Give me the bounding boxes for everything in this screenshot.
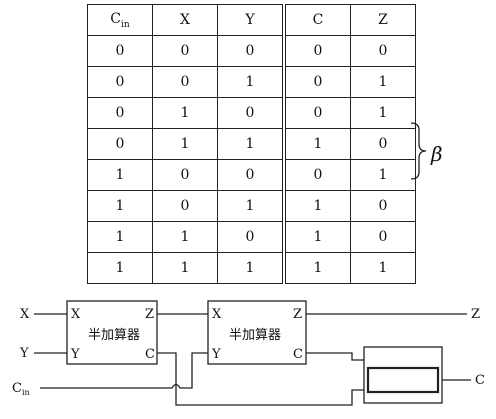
table-cell: 1 — [87, 252, 153, 284]
or-gate-box — [363, 346, 443, 404]
table-cell: 0 — [87, 66, 153, 98]
table-cell: 1 — [217, 252, 286, 284]
table-cell: 0 — [350, 128, 416, 160]
table-cell: 0 — [152, 190, 218, 222]
or-gate-inner — [366, 366, 440, 394]
table-cell: 0 — [283, 159, 351, 191]
ha1-label: 半加算器 — [88, 328, 140, 343]
input-x-label: X — [20, 307, 30, 322]
table-cell: 1 — [350, 97, 416, 129]
table-cell: 1 — [350, 66, 416, 98]
table-cell: 1 — [283, 190, 351, 222]
table-cell: 1 — [217, 66, 286, 98]
header-y: Y — [217, 4, 286, 36]
table-cell: 1 — [152, 97, 218, 129]
table-cell: 0 — [217, 35, 286, 67]
table-cell: 1 — [283, 252, 351, 284]
ha2-port-x: X — [212, 307, 222, 322]
ha2-port-y: Y — [211, 347, 221, 362]
ha2-port-z: Z — [293, 307, 302, 322]
row-group-brace — [410, 122, 427, 180]
input-cin-label: Cin — [12, 381, 30, 397]
table-cell: 0 — [152, 66, 218, 98]
input-y-label: Y — [19, 346, 29, 361]
table-cell: 1 — [87, 159, 153, 191]
table-cell: 1 — [283, 221, 351, 253]
header-x: X — [152, 4, 218, 36]
table-cell: 0 — [283, 35, 351, 67]
table-cell: 1 — [217, 190, 286, 222]
ha1-port-x: X — [71, 307, 81, 322]
table-cell: 0 — [217, 221, 286, 253]
header-cin: Cin — [87, 4, 153, 36]
output-c-label: C — [475, 373, 485, 388]
full-adder-circuit: X Y Cin Z C X Y Z C 半加算器 X Y Z C 半加算器 — [12, 300, 485, 406]
table-cell: 0 — [152, 35, 218, 67]
table-cell: 0 — [87, 128, 153, 160]
half-adder-2-box — [207, 300, 307, 365]
ha1-port-c: C — [145, 347, 155, 362]
table-cell: 0 — [152, 159, 218, 191]
output-z-label: Z — [471, 307, 480, 322]
half-adder-1-box — [66, 300, 158, 365]
table-cell: 0 — [87, 97, 153, 129]
ha1-port-z: Z — [145, 307, 154, 322]
header-z: Z — [350, 4, 416, 36]
ha2-port-c: C — [293, 347, 303, 362]
table-cell: 0 — [283, 66, 351, 98]
wire-ha1c — [157, 352, 364, 406]
table-cell: 0 — [283, 97, 351, 129]
table-cell: 1 — [217, 128, 286, 160]
table-cell: 1 — [87, 190, 153, 222]
wire-cin — [40, 352, 208, 389]
table-cell: 0 — [87, 35, 153, 67]
table-cell: 1 — [152, 252, 218, 284]
table-cell: 0 — [217, 97, 286, 129]
table-cell: 1 — [283, 128, 351, 160]
table-cell: 1 — [350, 159, 416, 191]
beta-label: β — [431, 142, 443, 166]
table-cell: 0 — [217, 159, 286, 191]
header-c: C — [283, 4, 351, 36]
table-cell: 1 — [350, 252, 416, 284]
ha2-label: 半加算器 — [229, 328, 281, 343]
table-cell: 1 — [152, 221, 218, 253]
table-cell: 0 — [350, 221, 416, 253]
table-cell: 0 — [350, 35, 416, 67]
table-header-row: Cin X Y C Z — [87, 4, 416, 36]
table-cell: 0 — [350, 190, 416, 222]
wire-ha2c — [306, 352, 364, 361]
ha1-port-y: Y — [70, 347, 80, 362]
table-cell: 1 — [152, 128, 218, 160]
table-cell: 1 — [87, 221, 153, 253]
